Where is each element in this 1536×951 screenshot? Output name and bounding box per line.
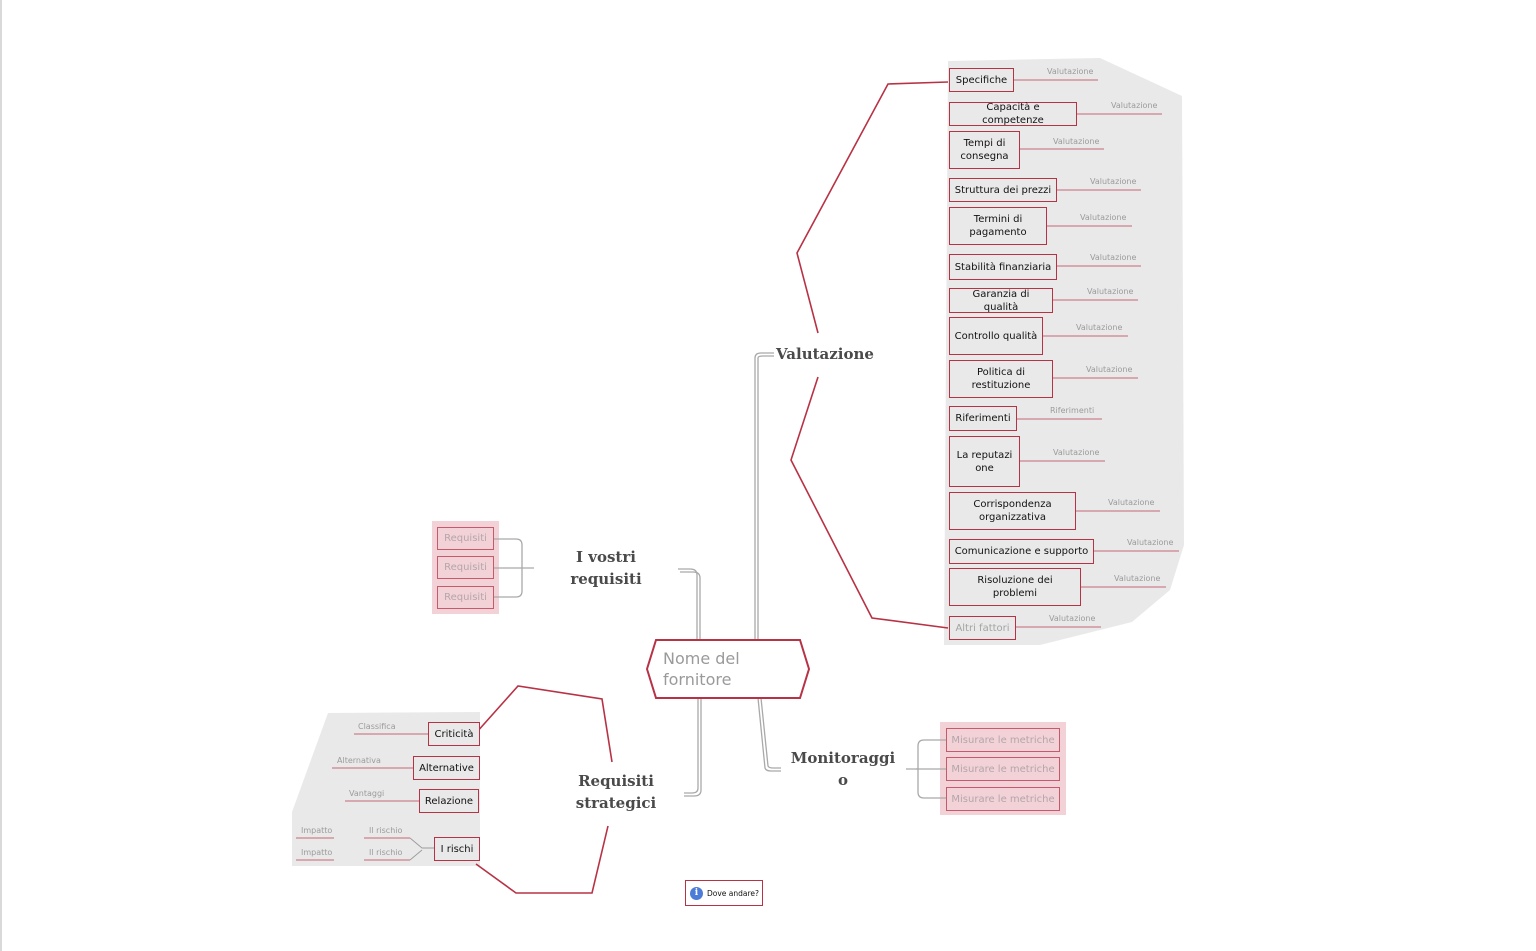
tag-garanzia: Valutazione — [1087, 287, 1134, 296]
root-node-shape — [645, 639, 811, 699]
node-rischi[interactable]: I rischi — [434, 837, 480, 861]
node-capacita[interactable]: Capacità e competenze — [949, 102, 1077, 126]
node-requisiti-2[interactable]: Requisiti — [437, 556, 494, 579]
root-node-label[interactable]: Nome del fornitore — [663, 649, 740, 689]
tag-risoluzione: Valutazione — [1114, 574, 1161, 583]
tag-impatto-2: Impatto — [301, 848, 333, 857]
node-specifiche[interactable]: Specifiche — [949, 68, 1014, 92]
node-tempi[interactable]: Tempi di consegna — [949, 131, 1020, 169]
node-politica[interactable]: Politica di restituzione — [949, 360, 1053, 398]
node-corrispondenza[interactable]: Corrispondenza organizzativa — [949, 492, 1076, 530]
info-icon: i — [690, 886, 703, 900]
tag-controllo: Valutazione — [1076, 323, 1123, 332]
tag-alternative: Alternativa — [337, 756, 381, 765]
strategici-panel — [292, 712, 480, 866]
branch-valutazione[interactable]: Valutazione — [776, 345, 874, 363]
tag-altri-fattori: Valutazione — [1049, 614, 1096, 623]
tag-criticita: Classifica — [358, 722, 396, 731]
valutazione-top-curve — [796, 81, 949, 334]
left-edge-divider — [0, 0, 2, 951]
node-garanzia[interactable]: Garanzia di qualità — [949, 288, 1053, 313]
tag-capacita: Valutazione — [1111, 101, 1158, 110]
tag-rischio-2: Il rischio — [369, 848, 403, 857]
valutazione-bottom-curve — [790, 376, 949, 629]
tag-rischio-1: Il rischio — [369, 826, 403, 835]
node-controllo[interactable]: Controllo qualità — [949, 317, 1043, 355]
node-termini[interactable]: Termini di pagamento — [949, 207, 1047, 245]
node-stabilita[interactable]: Stabilità finanziaria — [949, 254, 1057, 280]
node-risoluzione[interactable]: Risoluzione dei problemi — [949, 568, 1081, 606]
tag-reputazione: Valutazione — [1053, 448, 1100, 457]
node-reputazione[interactable]: La reputazione — [949, 436, 1020, 487]
tag-politica: Valutazione — [1086, 365, 1133, 374]
tag-struttura: Valutazione — [1090, 177, 1137, 186]
tag-comunicazione: Valutazione — [1127, 538, 1174, 547]
node-alternative[interactable]: Alternative — [413, 756, 480, 780]
node-altri-fattori[interactable]: Altri fattori — [949, 616, 1016, 640]
node-struttura[interactable]: Struttura dei prezzi — [949, 178, 1057, 202]
node-metriche-2[interactable]: Misurare le metriche — [946, 757, 1060, 781]
strategici-top-curve — [475, 685, 613, 763]
node-requisiti-3[interactable]: Requisiti — [437, 586, 494, 609]
node-requisiti-1[interactable]: Requisiti — [437, 527, 494, 550]
tag-impatto-1: Impatto — [301, 826, 333, 835]
branch-strategici[interactable]: Requisiti strategici — [575, 772, 657, 812]
branch-requisiti[interactable]: I vostri requisiti — [570, 548, 642, 588]
node-metriche-1[interactable]: Misurare le metriche — [946, 728, 1060, 752]
help-label: Dove andare? — [707, 888, 760, 898]
node-criticita[interactable]: Criticità — [428, 722, 480, 746]
tag-stabilita: Valutazione — [1090, 253, 1137, 262]
node-riferimenti[interactable]: Riferimenti — [949, 406, 1017, 431]
tag-relazione: Vantaggi — [349, 789, 385, 798]
node-metriche-3[interactable]: Misurare le metriche — [946, 787, 1060, 811]
node-relazione[interactable]: Relazione — [419, 789, 479, 813]
tag-termini: Valutazione — [1080, 213, 1127, 222]
tag-corrispondenza: Valutazione — [1108, 498, 1155, 507]
node-comunicazione[interactable]: Comunicazione e supporto — [949, 539, 1094, 564]
help-button[interactable]: i Dove andare? — [685, 880, 763, 906]
tag-specifiche: Valutazione — [1047, 67, 1094, 76]
branch-monitoraggio[interactable]: Monitoraggio — [790, 749, 896, 789]
tag-tempi: Valutazione — [1053, 137, 1100, 146]
strategici-bottom-curve — [475, 825, 609, 894]
tag-riferimenti: Riferimenti — [1050, 406, 1095, 415]
